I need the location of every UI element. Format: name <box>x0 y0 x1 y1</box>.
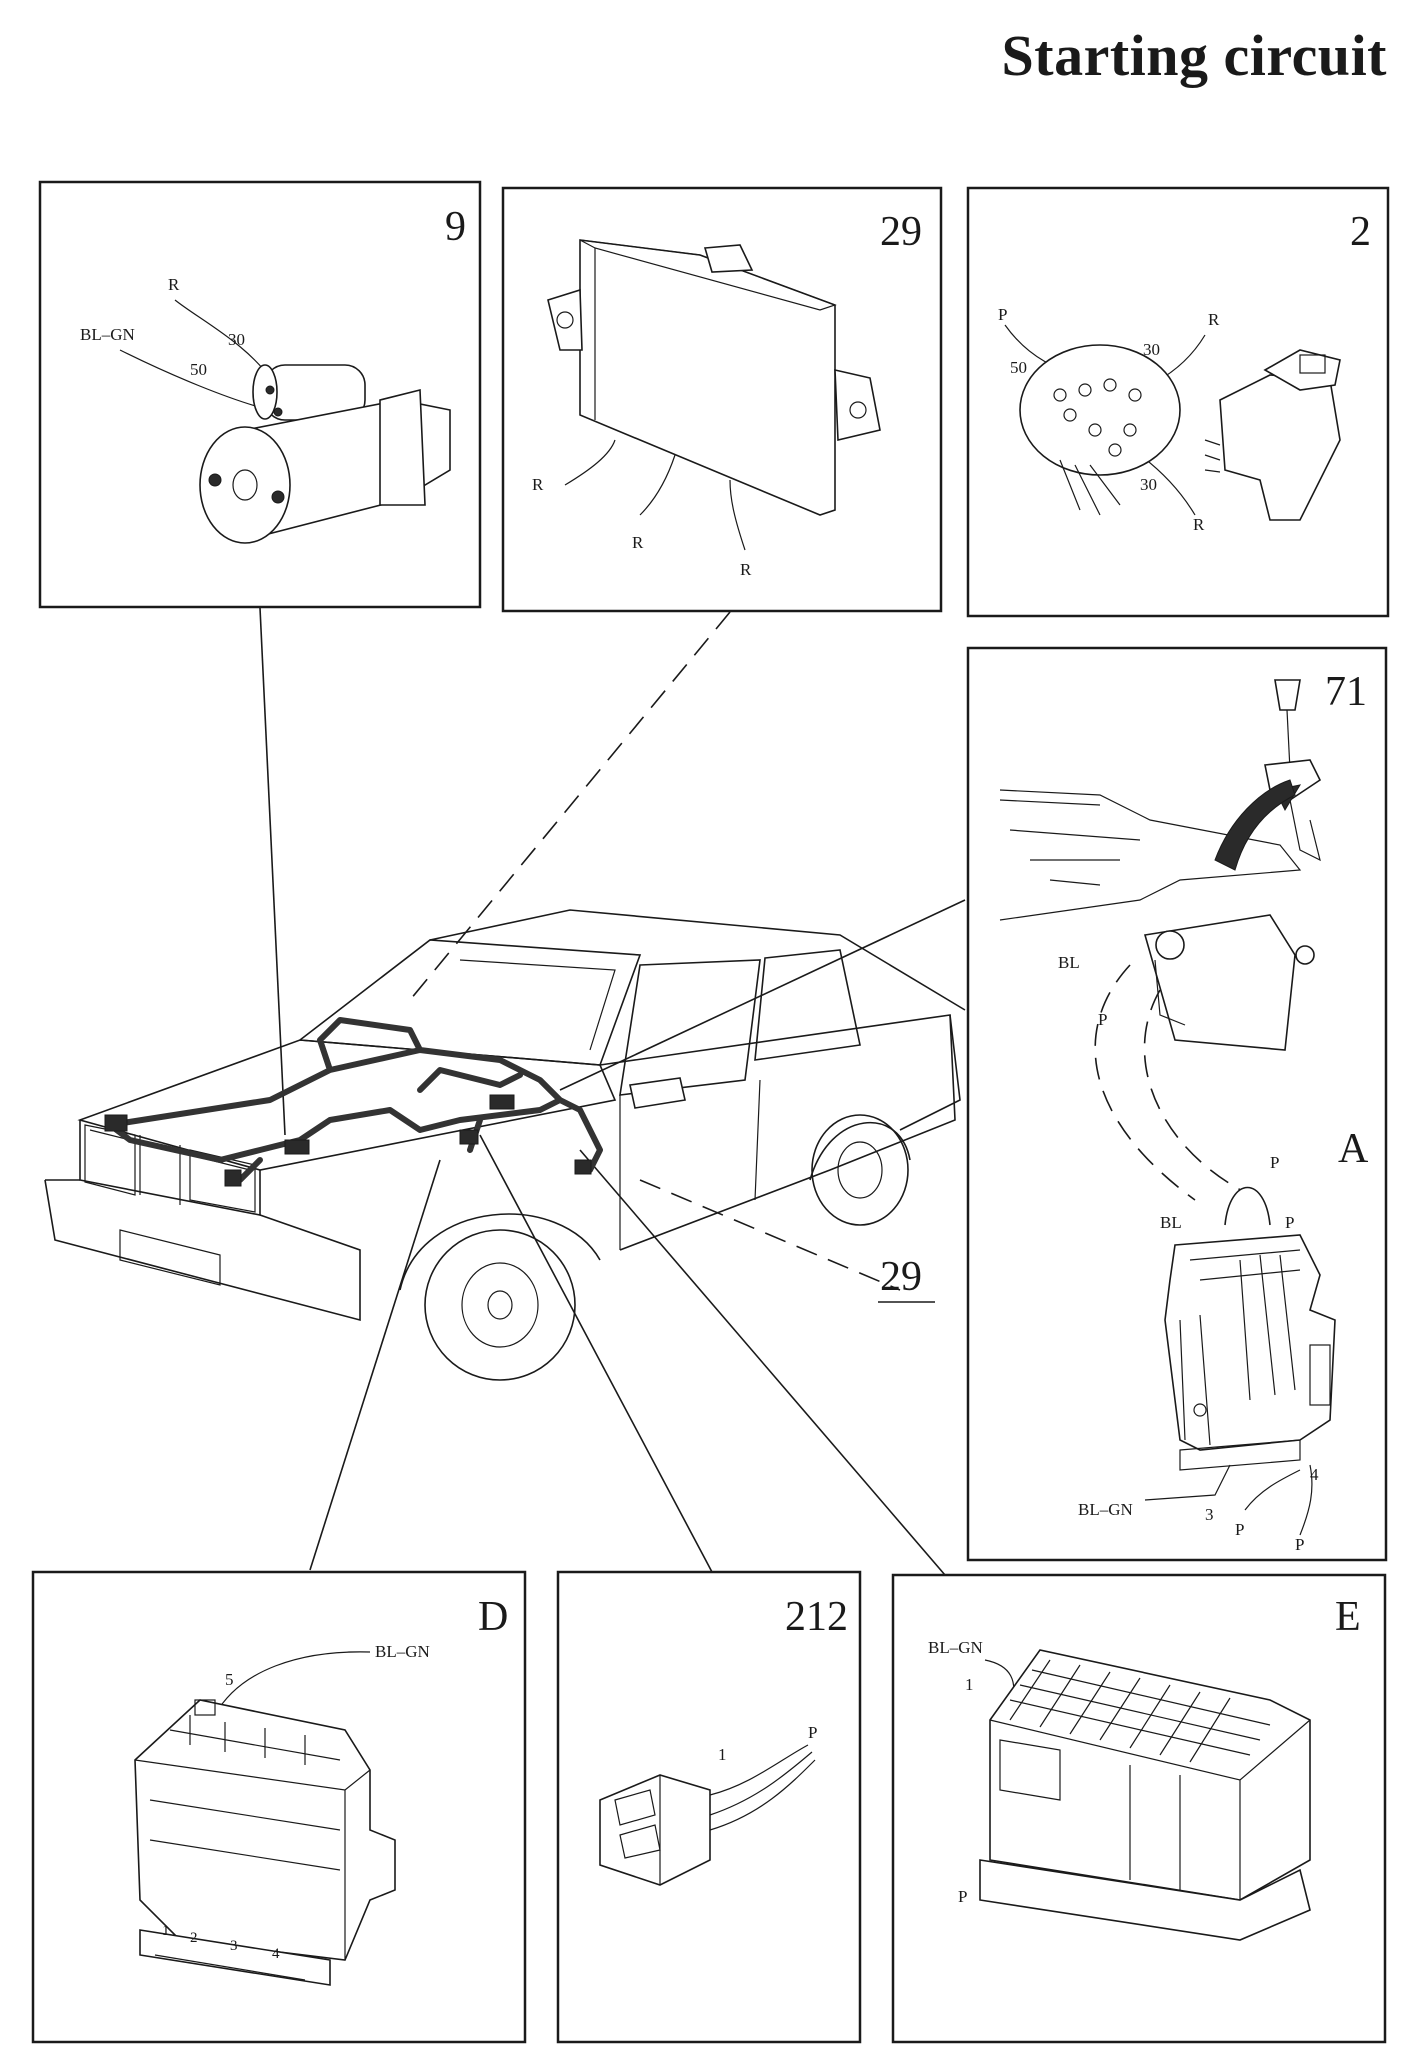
car-grille <box>79 1120 261 1216</box>
car-body-side <box>599 1014 956 1251</box>
panel-D-pin-3: 3 <box>230 1938 238 1954</box>
panel-212: 212 1 P <box>556 1570 862 2044</box>
panel-D: D BL–GN 5 1 2 3 4 <box>31 1570 527 2044</box>
panel-A-letter: A <box>1338 1126 1369 1172</box>
panel-E-number: E <box>1335 1594 1361 1640</box>
starter-motor-icon <box>199 364 451 544</box>
car-hood <box>77 1039 617 1171</box>
panel-9-label-30: 30 <box>228 330 245 349</box>
connector-E-icon <box>979 1649 1311 1941</box>
leader-212 <box>479 1134 713 1573</box>
panel-2-number: 2 <box>1350 209 1371 255</box>
car-illustration <box>44 909 966 1381</box>
panel-71-label-p5: P <box>1295 1535 1304 1554</box>
connector-212-icon <box>599 1744 816 1886</box>
panel-71-label-bl-gn: BL–GN <box>1078 1500 1133 1519</box>
panel-212-label-1: 1 <box>718 1745 727 1764</box>
car-side-mirror <box>629 1077 686 1109</box>
panel-71-label-p1: P <box>1098 1010 1107 1029</box>
panel-D-pin-1: 1 <box>162 1923 170 1939</box>
panel-9-number: 9 <box>445 204 466 250</box>
panel-71-number: 71 <box>1325 669 1367 715</box>
panel-71-label-bl-lower: BL <box>1160 1213 1182 1232</box>
panel-D-label-5: 5 <box>225 1670 234 1689</box>
panel-2-label-r-top: R <box>1208 310 1220 329</box>
panel-2-label-p: P <box>998 305 1007 324</box>
panel-E-label-p: P <box>958 1887 967 1906</box>
shift-rod <box>1214 779 1296 871</box>
panel-71-label-p2: P <box>1270 1153 1279 1172</box>
panel-D-pin-4: 4 <box>272 1946 280 1962</box>
control-unit-icon <box>547 239 881 516</box>
car-front-side-window <box>619 959 761 1096</box>
transmission-outline <box>999 789 1302 921</box>
car-headlight-right <box>189 1149 256 1213</box>
panel-71: 71 A BL P P <box>966 646 1388 1562</box>
page-title: Starting circuit <box>1001 23 1387 88</box>
leader-71 <box>559 899 966 1091</box>
panel-D-number: D <box>478 1594 508 1640</box>
panel-2-label-r-bottom: R <box>1193 515 1205 534</box>
panel-9-label-r: R <box>168 275 180 294</box>
panel-71-label-4: 4 <box>1310 1465 1319 1484</box>
wiring-harness <box>107 1017 603 1183</box>
panel-212-label-p: P <box>808 1723 817 1742</box>
car-rear-side-window <box>754 949 861 1061</box>
panel-E: E BL–GN 1 P 24 <box>891 1573 1387 2044</box>
leader-29-ref-dashed <box>639 1179 901 1291</box>
panel-71-label-3: 3 <box>1205 1505 1214 1524</box>
leader-lines <box>259 607 966 1576</box>
panel-2-label-30-top: 30 <box>1143 340 1160 359</box>
car-roofline <box>429 909 966 1011</box>
car-license-plate <box>119 1229 221 1286</box>
panel-D-label-bl-gn: BL–GN <box>375 1642 430 1661</box>
leader-29-dashed <box>409 611 731 1001</box>
panel-E-label-bl-gn: BL–GN <box>928 1638 983 1657</box>
selector-switch-upper-icon <box>1143 914 1315 1051</box>
leader-9 <box>259 607 286 1136</box>
car-front-wheel <box>424 1229 576 1381</box>
panel-2-label-50: 50 <box>1010 358 1027 377</box>
leader-D <box>309 1159 441 1571</box>
panel-29-label-r2: R <box>632 533 644 552</box>
selector-connector-icon <box>1164 1186 1336 1471</box>
panel-2: 2 P 50 30 R 30 R <box>966 186 1390 618</box>
panel-71-label-p3: P <box>1285 1213 1294 1232</box>
car-windshield <box>297 939 642 1066</box>
panel-9-label-bl-gn: BL–GN <box>80 325 135 344</box>
panel-212-number: 212 <box>785 1594 848 1640</box>
ref-label-29: 29 <box>880 1254 922 1300</box>
panel-9: 9 R 30 BL–GN 50 <box>38 180 482 609</box>
car-rear-wheel <box>811 1114 909 1226</box>
ignition-switch-icon <box>1019 344 1341 521</box>
panel-E-label-1: 1 <box>965 1675 974 1694</box>
panel-71-label-bl: BL <box>1058 953 1080 972</box>
panel-29: 29 R R R <box>501 186 943 613</box>
connector-D-icon <box>134 1699 396 1986</box>
panel-29-number: 29 <box>880 209 922 255</box>
panel-D-pin-2: 2 <box>190 1930 198 1946</box>
panel-9-label-50: 50 <box>190 360 207 379</box>
panel-2-label-30-bottom: 30 <box>1140 475 1157 494</box>
panel-29-label-r3: R <box>740 560 752 579</box>
panel-71-label-p4: P <box>1235 1520 1244 1539</box>
panel-29-label-r1: R <box>532 475 544 494</box>
leader-E <box>579 1149 946 1576</box>
